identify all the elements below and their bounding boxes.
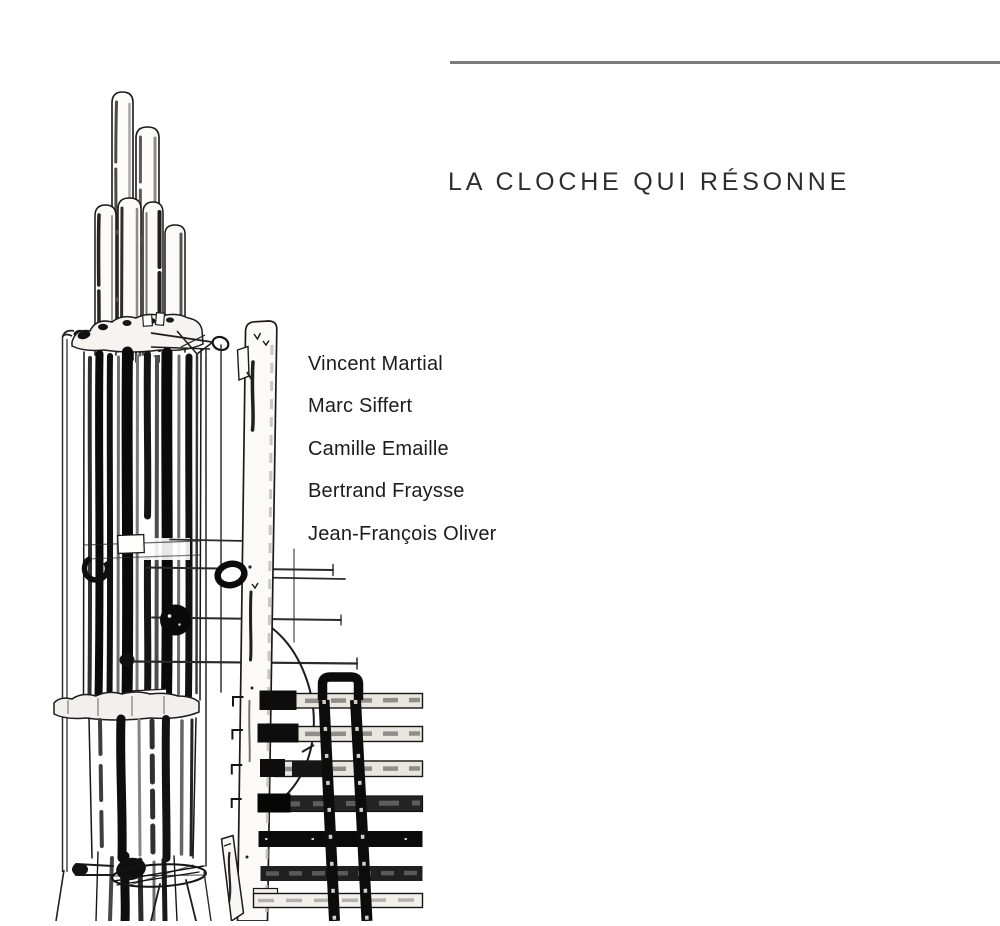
page-title: LA CLOCHE QUI RÉSONNE (448, 168, 851, 196)
credit-name: Camille Emaille (308, 437, 449, 460)
base-stand (72, 851, 212, 926)
top-rule (450, 61, 1000, 64)
straps (317, 672, 373, 922)
bell-machine-sketch (0, 0, 440, 926)
lattice-slats (252, 690, 424, 909)
striker-ball (160, 604, 191, 636)
bell-machine-illustration (53, 91, 424, 926)
credit-name: Vincent Martial (308, 353, 443, 375)
credit-name: Bertrand Fraysse (308, 480, 465, 503)
lower-column (88, 714, 197, 863)
support-pole (55, 329, 85, 922)
prop-board (220, 834, 245, 923)
top-joint (62, 312, 204, 353)
credit-name: Jean-François Oliver (308, 522, 497, 545)
collar-flange (53, 691, 200, 721)
rings-and-ball (81, 554, 248, 636)
open-ring (81, 554, 111, 583)
crank-mechanism (150, 330, 230, 355)
main-column (82, 346, 202, 708)
credit-name: Marc Siffert (308, 395, 413, 418)
credits-list: Vincent Martial Marc Siffert Camille Ema… (308, 354, 497, 566)
dark-ring (214, 560, 248, 589)
